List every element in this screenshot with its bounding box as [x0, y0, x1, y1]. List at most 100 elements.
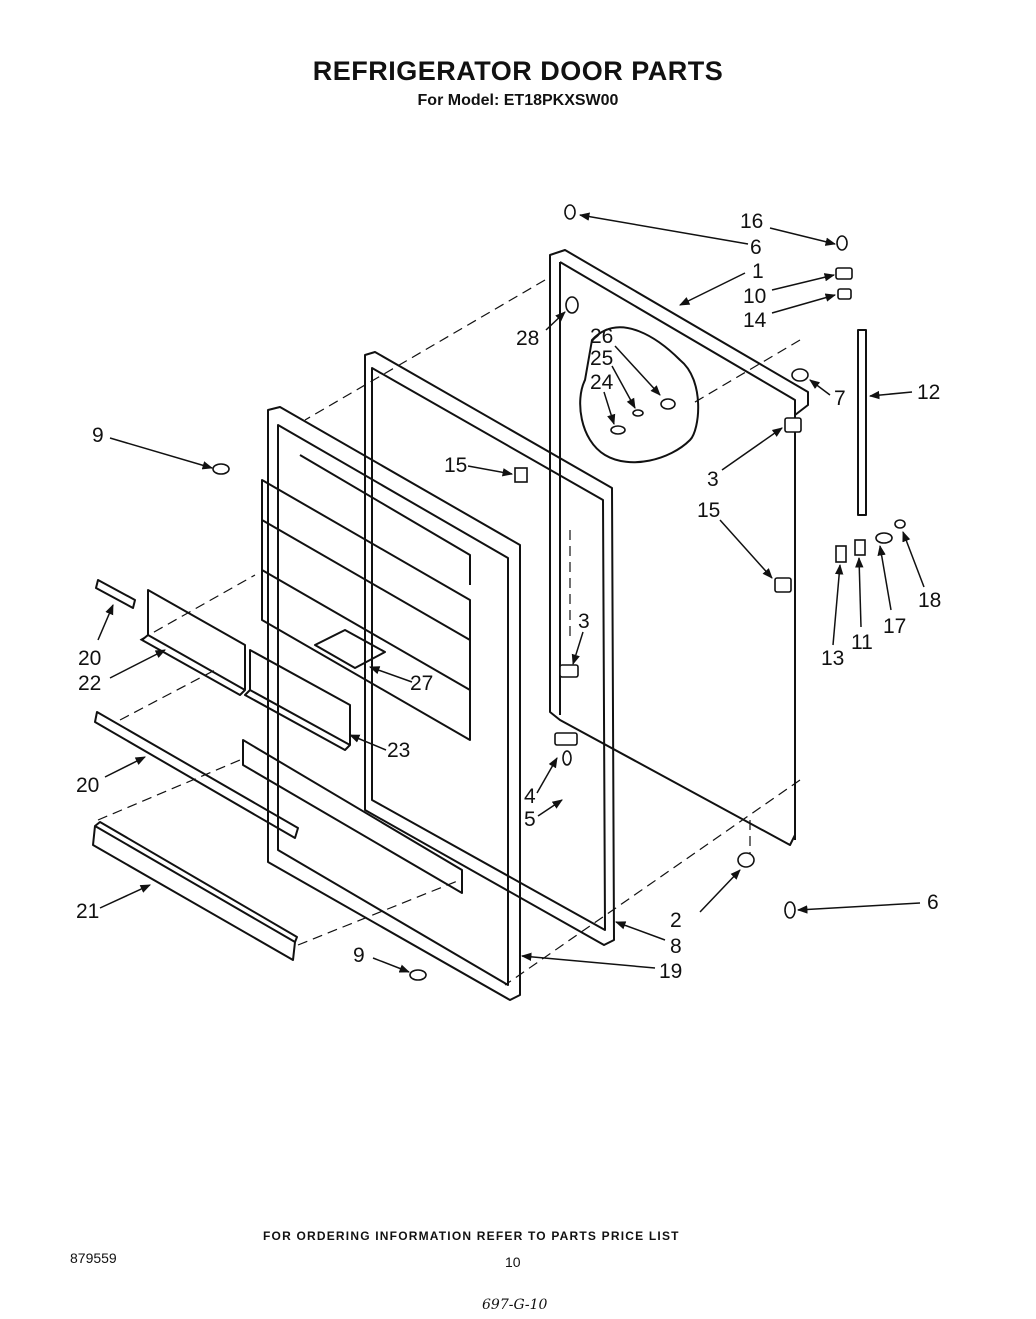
door-handle	[857, 329, 867, 516]
leader-11	[855, 556, 864, 628]
callout-20: 20	[76, 774, 99, 797]
hinge-3-lower	[559, 664, 579, 678]
callout-27: 27	[410, 672, 433, 695]
leader-6-bottom	[796, 902, 921, 914]
detail-bubble	[579, 326, 700, 464]
callout-23: 23	[387, 739, 410, 762]
shelf-rail-lower	[94, 711, 299, 839]
page-number: 10	[505, 1254, 521, 1270]
butter-compartment	[244, 649, 351, 751]
leader-17	[877, 544, 892, 611]
leader-21	[99, 884, 151, 909]
callout-24: 24	[590, 371, 614, 394]
leader-22	[109, 649, 166, 679]
leader-1	[679, 272, 746, 306]
callout-12: 12	[917, 381, 940, 404]
callout-20: 20	[78, 647, 101, 670]
leader-12	[868, 390, 913, 400]
leader-14	[771, 293, 837, 314]
screw-6-bottom	[784, 901, 796, 919]
leader-9-lower	[372, 957, 410, 973]
callout-9: 9	[92, 424, 104, 447]
callout-17: 17	[883, 615, 906, 638]
callout-25: 25	[590, 347, 613, 370]
handle-mount-15	[514, 467, 528, 483]
leader-4	[536, 757, 558, 794]
callout-26: 26	[590, 325, 613, 348]
hinge-bracket-14	[837, 288, 852, 300]
callout-2: 2	[670, 909, 682, 932]
callout-11: 11	[851, 631, 873, 654]
door-shelf	[92, 821, 298, 961]
hinge-3-upper	[784, 417, 802, 433]
callout-3: 3	[707, 468, 719, 491]
leader-15-lower	[719, 519, 773, 579]
callout-28: 28	[516, 327, 539, 350]
ordering-note: FOR ORDERING INFORMATION REFER TO PARTS …	[263, 1229, 680, 1243]
inner-door-liner	[242, 406, 521, 1001]
leader-7	[809, 379, 831, 396]
leader-8	[615, 921, 666, 941]
screw-5	[562, 750, 572, 766]
leader-10	[771, 273, 836, 291]
page-title: REFRIGERATOR DOOR PARTS	[312, 56, 724, 86]
screw-17	[875, 532, 893, 544]
plug-28	[565, 296, 579, 314]
leader-25	[611, 365, 636, 409]
screw-9-lower	[409, 969, 427, 981]
leader-26	[614, 345, 661, 396]
hinge-pin-4	[554, 732, 578, 746]
callout-19: 19	[659, 960, 682, 983]
leveler-2	[737, 852, 755, 868]
screw-9-upper	[212, 463, 230, 475]
leader-20-upper	[97, 604, 114, 641]
part-25	[632, 409, 644, 417]
leader-18	[902, 531, 925, 588]
callout-13: 13	[821, 647, 844, 670]
bracket-13	[835, 545, 847, 563]
leader-3-lower	[571, 631, 584, 666]
leader-20-lower	[104, 756, 146, 778]
document-number: 879559	[70, 1250, 117, 1266]
callout-1: 1	[752, 260, 764, 283]
leader-19	[520, 952, 656, 969]
callout-3: 3	[578, 610, 590, 633]
hinge-15-lower	[774, 577, 792, 593]
leader-2	[699, 869, 741, 913]
screw-16	[836, 235, 848, 251]
leader-28	[545, 311, 566, 331]
callout-8: 8	[670, 935, 682, 958]
callout-5: 5	[524, 808, 536, 831]
stop-7	[791, 368, 809, 382]
callout-6: 6	[927, 891, 939, 914]
callout-16: 16	[740, 210, 763, 233]
callout-10: 10	[743, 285, 766, 308]
shelf-rail-upper	[95, 579, 136, 609]
leader-5	[537, 799, 563, 817]
leader-16	[769, 227, 837, 246]
door-gasket	[364, 351, 615, 946]
dairy-door	[141, 589, 246, 696]
callout-6: 6	[750, 236, 762, 259]
outer-door-panel	[549, 249, 809, 846]
leader-6-top	[578, 212, 749, 245]
leader-24	[603, 391, 616, 426]
egg-tray	[314, 629, 386, 669]
leader-27	[369, 666, 413, 683]
callout-9: 9	[353, 944, 365, 967]
leader-23	[349, 734, 387, 751]
leader-13	[832, 563, 844, 646]
handwritten-code: 697-G-10	[482, 1297, 548, 1313]
part-24	[610, 425, 626, 435]
cap-18	[894, 519, 906, 529]
callout-22: 22	[78, 672, 101, 695]
callout-4: 4	[524, 785, 536, 808]
part-26	[660, 398, 676, 410]
callout-18: 18	[918, 589, 941, 612]
callout-7: 7	[834, 387, 846, 410]
handle-end-11	[854, 539, 866, 556]
callout-21: 21	[76, 900, 99, 923]
leader-9-upper	[109, 437, 214, 470]
callout-15: 15	[697, 499, 720, 522]
